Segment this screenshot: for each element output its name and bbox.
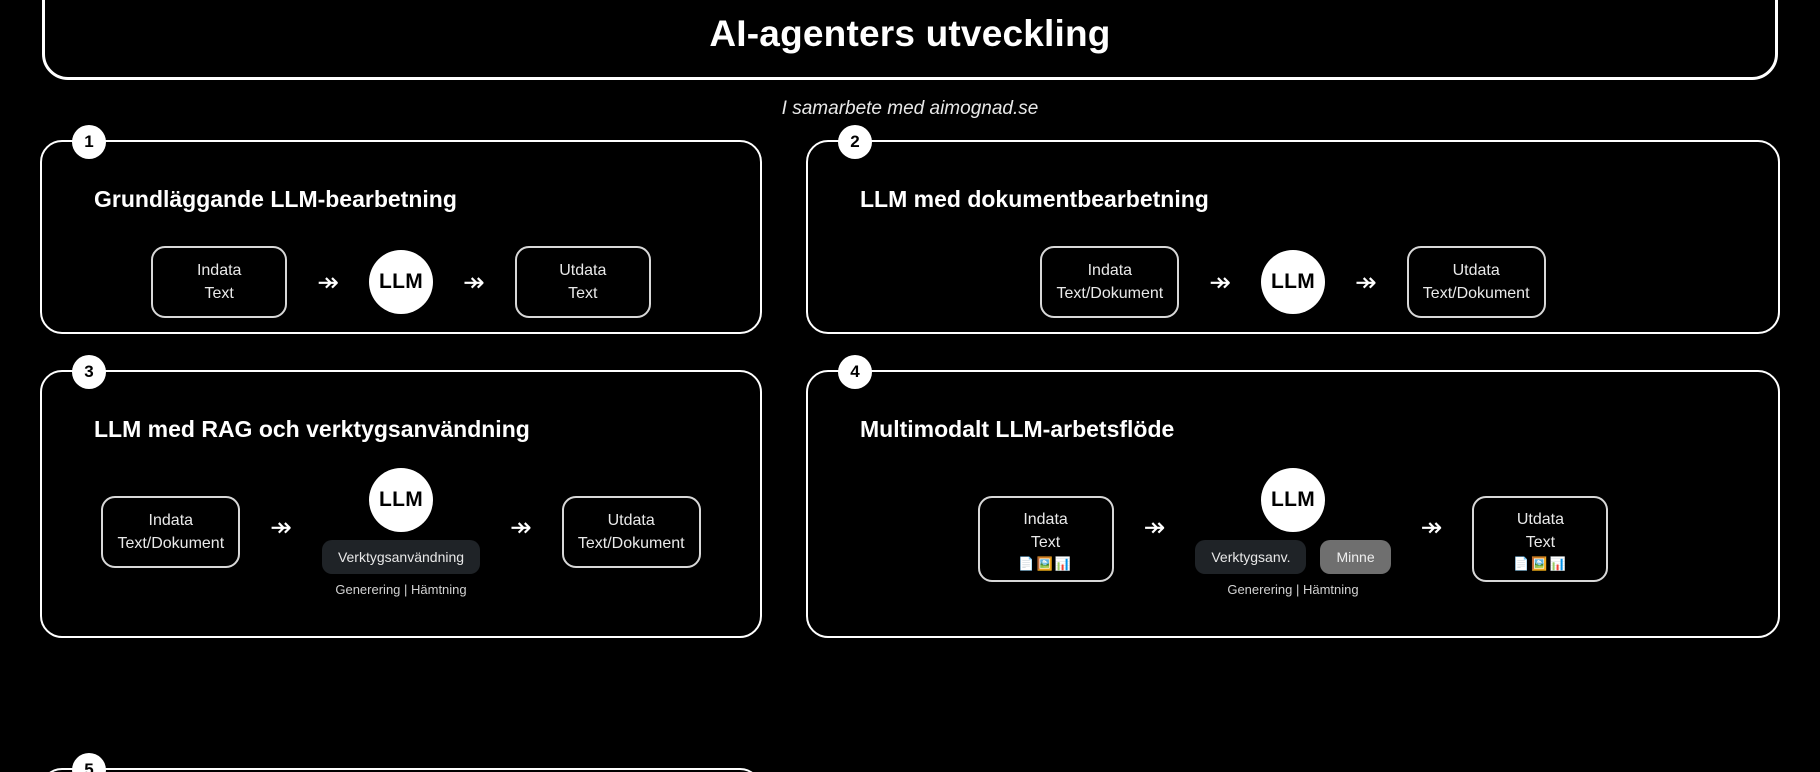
image-icon: 🖼️ bbox=[1036, 556, 1055, 572]
panel-4-input-node[interactable]: Indata Text 📄🖼️📊 bbox=[977, 496, 1114, 583]
input-label-line1: Indata bbox=[1023, 511, 1068, 528]
panel-2[interactable]: 2 LLM med dokumentbearbetning Indata Tex… bbox=[806, 125, 1780, 334]
document-icon: 📄 bbox=[1513, 556, 1532, 572]
panel-4-capability-row: Verktygsanv. Minne bbox=[1195, 540, 1391, 574]
panel-2-llm-group: LLM bbox=[1261, 250, 1325, 314]
panel-4-caption: Generering | Hämtning bbox=[1227, 582, 1359, 597]
input-label-line1: Indata bbox=[148, 511, 194, 529]
panel-1-input-node[interactable]: Indata Text bbox=[151, 246, 288, 318]
panel-1-flow: Indata Text ↠ LLM ↠ Utdata Text bbox=[42, 246, 760, 318]
panel-3-badge: 3 bbox=[72, 355, 106, 389]
panel-5-badge: 5 bbox=[72, 753, 106, 772]
chart-icon: 📊 bbox=[1054, 556, 1073, 572]
arrow-right-icon: ↠ bbox=[463, 267, 485, 297]
panel-2-input-node[interactable]: Indata Text/Dokument bbox=[1040, 246, 1180, 318]
arrow-right-icon: ↠ bbox=[510, 512, 532, 542]
panel-3-flow: Indata Text/Dokument ↠ LLM Verktygsanvän… bbox=[42, 468, 760, 597]
panel-4-llm-group: LLM Verktygsanv. Minne Generering | Hämt… bbox=[1195, 468, 1391, 597]
panel-1-badge: 1 bbox=[72, 125, 106, 159]
panel-3-output-node[interactable]: Utdata Text/Dokument bbox=[561, 496, 701, 568]
input-label-line2: Text/Dokument bbox=[1056, 285, 1164, 302]
panel-3-llm-group: LLM Verktygsanvändning Generering | Hämt… bbox=[321, 468, 481, 597]
output-label-line1: Utdata bbox=[1452, 261, 1500, 279]
input-label-line2: Text bbox=[1030, 534, 1061, 552]
output-modality-icons: 📄🖼️📊 bbox=[1513, 557, 1568, 570]
arrow-right-icon: ↠ bbox=[1143, 512, 1166, 542]
arrow-right-icon: ↠ bbox=[1355, 267, 1377, 297]
panel-4-llm-node[interactable]: LLM bbox=[1260, 468, 1325, 532]
panel-1-llm-node[interactable]: LLM bbox=[369, 250, 433, 314]
panel-3-caption: Generering | Hämtning bbox=[335, 582, 467, 597]
document-icon: 📄 bbox=[1018, 556, 1037, 572]
panel-3-llm-node[interactable]: LLM bbox=[369, 468, 433, 532]
arrow-right-icon: ↠ bbox=[317, 267, 339, 297]
panel-3-input-node[interactable]: Indata Text/Dokument bbox=[101, 496, 241, 568]
page-title: AI-agenters utveckling bbox=[709, 13, 1111, 54]
panel-3[interactable]: 3 LLM med RAG och verktygsanvändning Ind… bbox=[40, 355, 762, 638]
input-modality-icons: 📄🖼️📊 bbox=[1018, 557, 1073, 570]
page-subtitle: I samarbete med aimognad.se bbox=[781, 98, 1039, 119]
panel-3-capability-row: Verktygsanvändning bbox=[321, 540, 481, 574]
panel-4-flow: Indata Text 📄🖼️📊 ↠ LLM Verktygsanv. Minn… bbox=[808, 468, 1778, 597]
output-label-line2: Text/Dokument bbox=[577, 535, 685, 552]
title-banner: AI-agenters utveckling bbox=[42, 0, 1778, 80]
panel-2-title: LLM med dokumentbearbetning bbox=[860, 186, 1209, 212]
arrow-right-icon: ↠ bbox=[1209, 267, 1231, 297]
input-label-line1: Indata bbox=[196, 261, 242, 279]
panel-2-flow: Indata Text/Dokument ↠ LLM ↠ Utdata Text… bbox=[808, 246, 1778, 318]
panel-4[interactable]: 4 Multimodalt LLM-arbetsflöde Indata Tex… bbox=[806, 355, 1780, 638]
input-label-line1: Indata bbox=[1087, 261, 1133, 279]
panel-3-tool-pill[interactable]: Verktygsanvändning bbox=[321, 540, 481, 574]
output-label-line1: Utdata bbox=[607, 511, 655, 529]
output-label-line1: Utdata bbox=[1516, 511, 1564, 528]
input-label-line2: Text/Dokument bbox=[117, 535, 225, 552]
arrow-right-icon: ↠ bbox=[1420, 512, 1443, 542]
output-label-line2: Text/Dokument bbox=[1422, 285, 1530, 302]
panel-5-partial[interactable]: 5 bbox=[40, 753, 762, 772]
panel-1[interactable]: 1 Grundläggande LLM-bearbetning Indata T… bbox=[40, 125, 762, 334]
image-icon: 🖼️ bbox=[1531, 556, 1550, 572]
output-label-line2: Text bbox=[568, 285, 598, 302]
output-label-line2: Text bbox=[1525, 534, 1556, 552]
input-label-line2: Text bbox=[204, 285, 234, 302]
panel-2-output-node[interactable]: Utdata Text/Dokument bbox=[1406, 246, 1546, 318]
panel-4-title: Multimodalt LLM-arbetsflöde bbox=[860, 416, 1175, 442]
panel-1-llm-group: LLM bbox=[369, 250, 433, 314]
output-label-line1: Utdata bbox=[559, 261, 607, 279]
chart-icon: 📊 bbox=[1549, 556, 1568, 572]
panel-4-memory-pill[interactable]: Minne bbox=[1320, 540, 1391, 574]
panel-3-title: LLM med RAG och verktygsanvändning bbox=[94, 416, 530, 442]
arrow-right-icon: ↠ bbox=[270, 512, 292, 542]
panel-1-title: Grundläggande LLM-bearbetning bbox=[94, 186, 457, 212]
panel-4-output-node[interactable]: Utdata Text 📄🖼️📊 bbox=[1472, 496, 1609, 583]
panel-4-badge: 4 bbox=[838, 355, 872, 389]
panel-2-llm-node[interactable]: LLM bbox=[1261, 250, 1325, 314]
panel-4-tool-pill[interactable]: Verktygsanv. bbox=[1195, 540, 1307, 574]
panel-2-badge: 2 bbox=[838, 125, 872, 159]
panel-1-output-node[interactable]: Utdata Text bbox=[514, 246, 651, 318]
